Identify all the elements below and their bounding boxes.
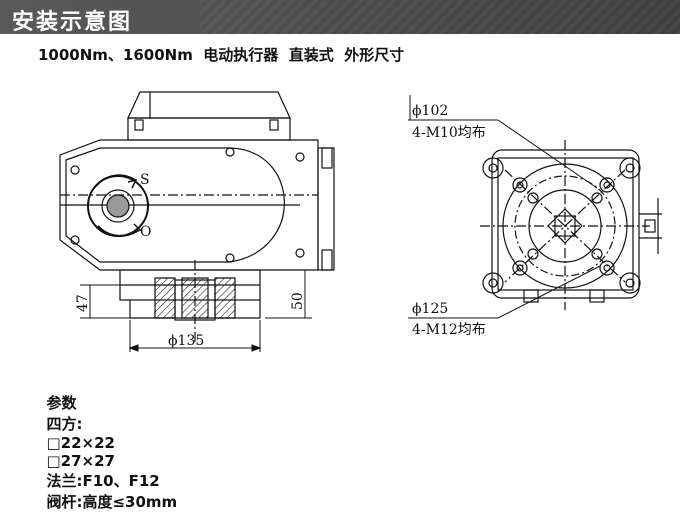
dim-47: 47 [75, 294, 91, 312]
side-view [59, 91, 335, 345]
side-dimensions [80, 269, 312, 352]
coupling-hatch-left [154, 277, 176, 319]
leader-lines [408, 95, 601, 319]
square-27: □27×27 [46, 452, 115, 470]
header-bar: 安装示意图 [0, 0, 680, 35]
dim-135: ϕ135 [168, 333, 204, 349]
top-cover [127, 91, 291, 119]
top-housing [127, 117, 291, 141]
dim-125: ϕ125 [412, 301, 448, 317]
header-stripe [200, 0, 680, 34]
header-title: 安装示意图 [12, 10, 133, 35]
square-label: 四方: [46, 415, 83, 433]
dim-50: 50 [290, 292, 306, 310]
flange-spec: 法兰:F10、F12 [46, 472, 160, 490]
params-label: 参数 [46, 394, 77, 412]
square-22: □22×22 [46, 434, 115, 452]
diagram-subtitle: 1000Nm、1600Nm 电动执行器 直装式 外形尺寸 [38, 46, 405, 64]
label-o: O [140, 224, 151, 240]
bottom-view [480, 140, 662, 310]
parameter-row: 参数 四方: □22×22 □27×27 法兰:F10、F12 阀杆:高度≤30… [36, 374, 187, 512]
bolt-m10-label: 4-M10均布 [412, 125, 486, 141]
bolt-m12-label: 4-M12均布 [412, 322, 486, 338]
installation-drawing: S O 47 50 ϕ135 [59, 91, 662, 352]
coupling-hatch-right [214, 277, 236, 319]
dim-102: ϕ102 [412, 103, 448, 119]
stem-spec: 阀杆:高度≤30mm [46, 493, 178, 511]
label-s: S [140, 172, 150, 188]
